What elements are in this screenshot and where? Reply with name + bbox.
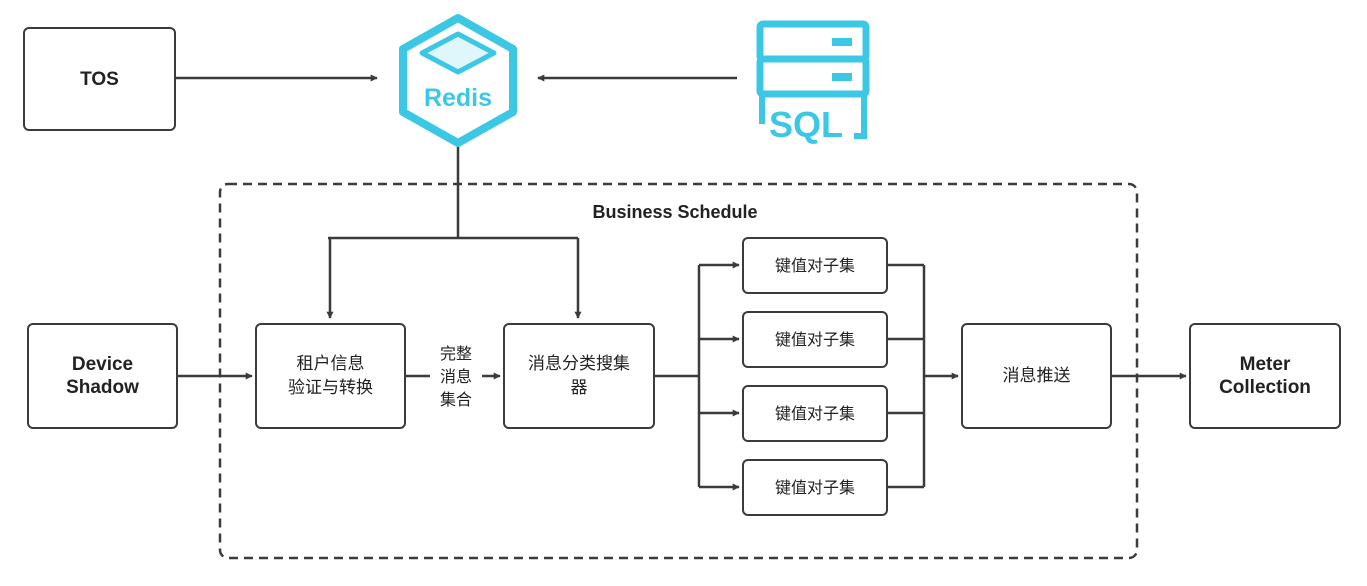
message-collector-node[interactable]: 消息分类搜集 器: [503, 323, 655, 429]
kv-subset-node-3[interactable]: 键值对子集: [742, 385, 888, 442]
tenant-verify-node[interactable]: 租户信息 验证与转换: [255, 323, 406, 429]
sql-server-icon: SQL: [756, 20, 870, 145]
redis-label: Redis: [424, 84, 492, 112]
sql-label: SQL: [769, 104, 843, 145]
device-shadow-node[interactable]: Device Shadow: [27, 323, 178, 429]
business-schedule-group-border: [218, 182, 1139, 560]
business-schedule-title: Business Schedule: [592, 202, 758, 222]
message-push-node[interactable]: 消息推送: [961, 323, 1112, 429]
tos-node[interactable]: TOS: [23, 27, 176, 131]
kv-subset-node-1[interactable]: 键值对子集: [742, 237, 888, 294]
meter-collection-node[interactable]: Meter Collection: [1189, 323, 1341, 429]
kv-subset-node-4[interactable]: 键值对子集: [742, 459, 888, 516]
edges: [176, 74, 1187, 491]
redis-cube-icon: Redis: [399, 14, 517, 147]
complete-message-set-label: 完整 消息 集合: [430, 342, 482, 411]
kv-subset-node-2[interactable]: 键值对子集: [742, 311, 888, 368]
